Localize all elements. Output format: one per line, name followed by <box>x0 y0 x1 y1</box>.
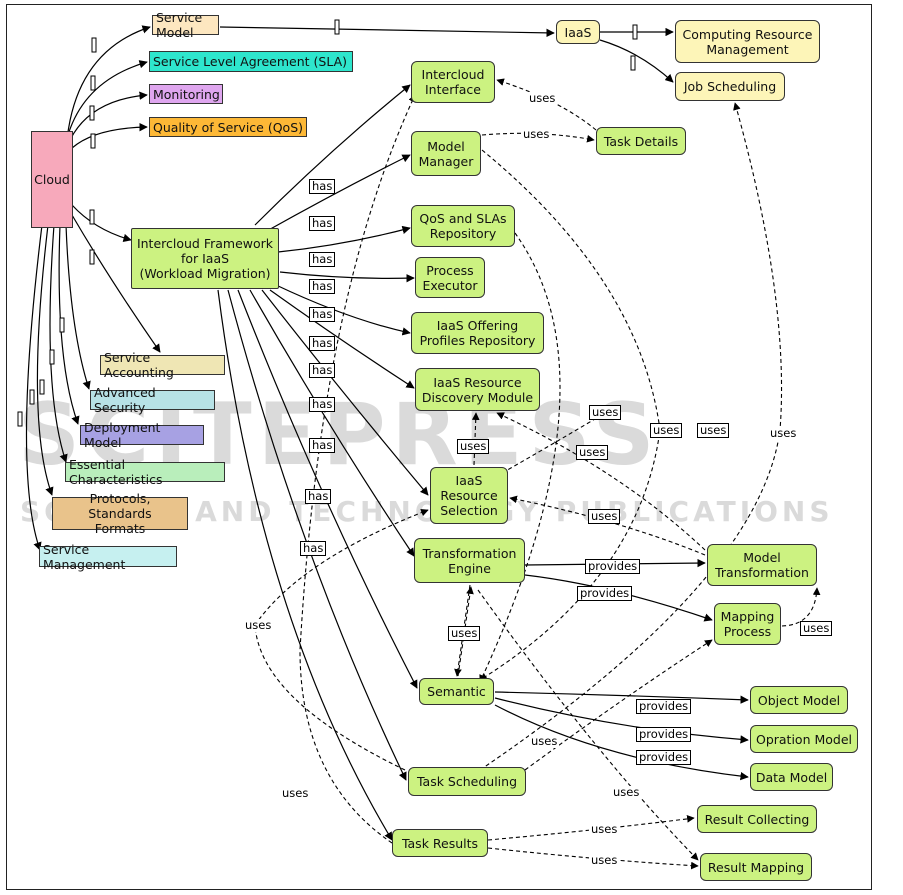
label-uses: uses <box>800 621 833 636</box>
label-uses: uses <box>588 509 621 524</box>
label-uses: uses <box>589 853 620 867</box>
label-uses: uses <box>589 822 620 836</box>
label-has: has <box>309 216 336 231</box>
label-has: has <box>309 438 336 453</box>
label-has: has <box>309 252 336 267</box>
node-process-executor: Process Executor <box>415 257 485 298</box>
label-provides: provides <box>585 559 641 574</box>
node-service-management: Service Management <box>39 542 177 572</box>
node-task-details: Task Details <box>596 127 686 155</box>
label-uses: uses <box>527 91 558 105</box>
node-object-model: Object Model <box>750 686 848 714</box>
node-transformation-engine: Transformation Engine <box>414 538 525 583</box>
label-uses: uses <box>589 405 622 420</box>
label-has: has <box>309 179 336 194</box>
label-provides: provides <box>636 750 692 765</box>
node-service-model: Service Model <box>152 10 219 40</box>
node-cloud: Cloud <box>31 131 73 228</box>
node-qos: Quality of Service (QoS) <box>149 117 307 137</box>
node-job-scheduling: Job Scheduling <box>675 72 785 101</box>
node-task-scheduling: Task Scheduling <box>408 767 526 796</box>
label-uses: uses <box>768 426 799 440</box>
node-iaas-offering-profiles: IaaS Offering Profiles Repository <box>411 312 544 354</box>
node-result-mapping: Result Mapping <box>700 853 812 881</box>
node-sla: Service Level Agreement (SLA) <box>149 51 353 72</box>
figure-frame <box>6 4 872 890</box>
label-has: has <box>305 489 332 504</box>
label-uses: uses <box>457 439 490 454</box>
node-task-results: Task Results <box>392 829 488 857</box>
label-uses: uses <box>448 626 481 641</box>
node-mapping-process: Mapping Process <box>714 603 781 645</box>
node-intercloud-framework: Intercloud Framework for IaaS (Workload … <box>131 228 279 289</box>
node-service-accounting: Service Accounting <box>100 350 225 380</box>
label-provides: provides <box>577 586 633 601</box>
label-has: has <box>309 307 336 322</box>
node-result-collecting: Result Collecting <box>697 805 817 833</box>
label-uses: uses <box>521 127 552 141</box>
label-uses: uses <box>243 618 274 632</box>
node-semantic: Semantic <box>419 678 494 705</box>
label-uses: uses <box>280 786 311 800</box>
node-model-manager: Model Manager <box>411 131 481 176</box>
label-provides: provides <box>636 727 692 742</box>
label-has: has <box>309 363 336 378</box>
node-computing-resource-mgmt: Computing Resource Management <box>675 20 820 63</box>
label-uses: uses <box>529 734 560 748</box>
node-advanced-security: Advanced Security <box>90 385 215 415</box>
label-has: has <box>309 279 336 294</box>
node-monitoring: Monitoring <box>149 84 223 104</box>
label-uses: uses <box>650 423 683 438</box>
label-uses: uses <box>697 423 730 438</box>
label-uses: uses <box>611 785 642 799</box>
label-uses: uses <box>576 445 609 460</box>
label-has: has <box>309 397 336 412</box>
label-provides: provides <box>636 699 692 714</box>
node-intercloud-interface: Intercloud Interface <box>411 61 495 103</box>
node-opration-model: Opration Model <box>750 725 858 753</box>
node-model-transformation: Model Transformation <box>707 544 817 586</box>
node-iaas: IaaS <box>556 20 600 44</box>
node-essential-characteristics: Essential Characteristics <box>65 457 225 487</box>
node-iaas-resource-discovery: IaaS Resource Discovery Module <box>415 368 540 411</box>
node-qos-slas-repository: QoS and SLAs Repository <box>411 205 515 247</box>
node-deployment-model: Deployment Model <box>80 420 204 450</box>
node-iaas-resource-selection: IaaS Resource Selection <box>430 467 508 524</box>
label-has: has <box>300 541 327 556</box>
label-has: has <box>309 336 336 351</box>
node-protocols-standards: Protocols, Standards Formats <box>52 491 188 536</box>
node-data-model: Data Model <box>750 763 833 791</box>
